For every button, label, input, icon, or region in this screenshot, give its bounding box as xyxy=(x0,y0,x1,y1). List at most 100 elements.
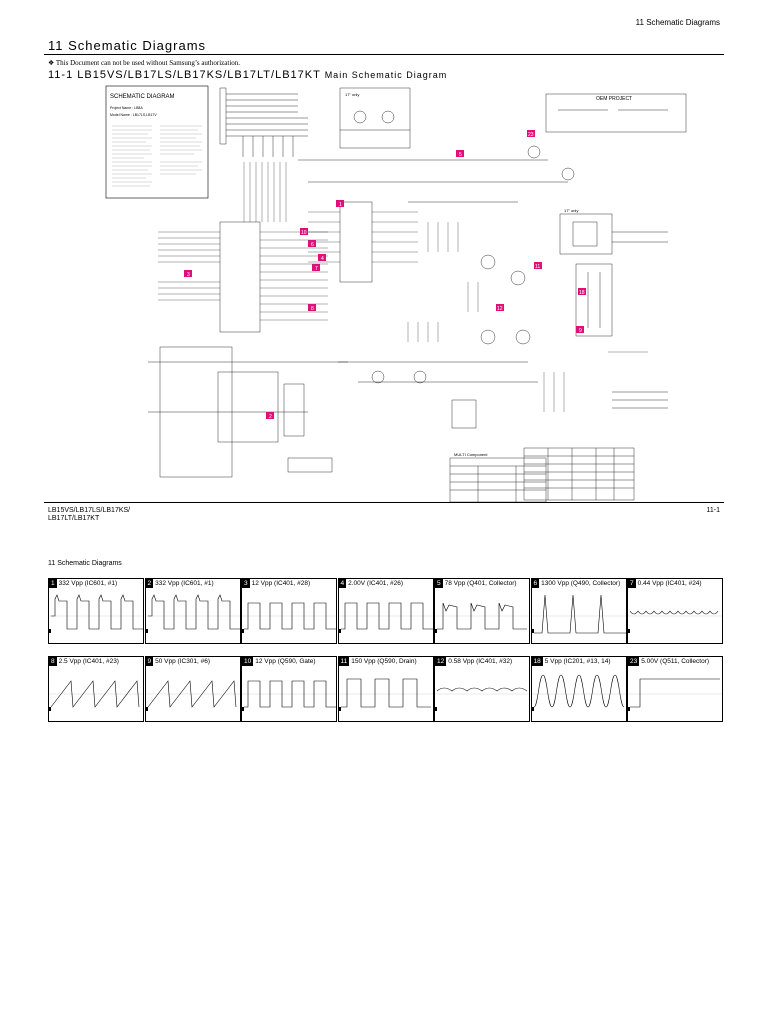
waveform-trace xyxy=(628,610,722,633)
ground-marker xyxy=(338,629,341,633)
ground-marker xyxy=(338,707,341,711)
page-number: 11-1 xyxy=(706,507,721,514)
only-17-label-right: 17" only xyxy=(564,208,578,213)
waveform-number: 8 xyxy=(49,657,57,666)
waveform-signal xyxy=(629,610,719,615)
marker-10 xyxy=(300,228,308,235)
waveform-signal xyxy=(437,602,527,630)
waveform-label: 50 Vpp (IC301, #6) xyxy=(155,658,211,665)
schematic-title-block-heading: SCHEMATIC DIAGRAM xyxy=(110,94,175,100)
running-header: 11 Schematic Diagrams xyxy=(635,18,720,27)
ground-marker xyxy=(628,707,630,711)
waveform-label: 78 Vpp (Q401, Collector) xyxy=(444,580,517,587)
waveform-trace xyxy=(338,602,433,633)
marker-12-label: 12 xyxy=(497,306,503,312)
waveform-number: 5 xyxy=(435,579,443,588)
marker-1-label: 1 xyxy=(339,202,342,208)
ground-marker xyxy=(242,707,244,711)
waveform-signal xyxy=(340,678,431,708)
ground-marker xyxy=(49,629,51,633)
waveform-signal xyxy=(533,594,626,634)
ground-marker xyxy=(435,629,437,633)
marker-2-label: 2 xyxy=(269,414,272,420)
schematic-model-name: Model Name : LB17LS,LB17V xyxy=(110,113,157,117)
marker-12 xyxy=(496,304,504,311)
waveform-number: 6 xyxy=(531,579,540,588)
waveform-label: 332 Vpp (IC601, #1) xyxy=(155,580,214,587)
ground-marker xyxy=(628,629,630,633)
waveform-trace xyxy=(628,678,722,711)
marker-8 xyxy=(308,304,316,311)
ground-marker xyxy=(531,707,534,711)
section-title: 11 Schematic Diagrams xyxy=(48,38,207,53)
waveform-number: 7 xyxy=(628,579,636,588)
waveform-label: 1300 Vpp (Q490, Collector) xyxy=(541,580,621,587)
waveform-number: 1 xyxy=(49,579,57,588)
waveform-number: 11 xyxy=(338,657,350,666)
marker-7-label: 7 xyxy=(315,266,318,272)
footer-models-line2: LB17LT/LB17KT xyxy=(48,515,100,522)
waveform-number: 2 xyxy=(145,579,154,588)
multi-component-label: MULTI Component xyxy=(454,452,488,457)
waveform-trace xyxy=(435,602,529,633)
marker-11 xyxy=(534,262,542,269)
marker-9-label: 9 xyxy=(579,328,582,334)
waveform-trace xyxy=(242,680,336,711)
marker-8-label: 8 xyxy=(311,306,314,312)
waveform-number: 9 xyxy=(145,657,154,666)
marker-18-label: 18 xyxy=(579,290,585,296)
schematic-project-name: Project Name : LB8A xyxy=(110,106,143,110)
waveform-label: 150 Vpp (Q590, Drain) xyxy=(351,658,417,665)
ground-marker xyxy=(435,707,437,711)
marker-3-label: 3 xyxy=(187,272,190,278)
ground-marker xyxy=(145,707,148,711)
footer-models: LB15VS/LB17LS/LB17KS/ LB17LT/LB17KT xyxy=(48,507,130,523)
marker-6-label: 6 xyxy=(311,242,314,248)
waveform-trace xyxy=(435,687,529,711)
footer-rule xyxy=(44,502,724,503)
waveform-label: 5.00V (Q511, Collector) xyxy=(641,658,710,665)
waveform-label: 12 Vpp (IC401, #28) xyxy=(251,580,311,587)
waveform-trace xyxy=(145,680,240,711)
marker-2 xyxy=(266,412,274,419)
marker-4-label: 4 xyxy=(321,256,324,262)
waveform-signal xyxy=(147,680,236,708)
marker-5-label: 5 xyxy=(459,152,462,158)
waveforms-section-title: 11 Schematic Diagrams xyxy=(48,560,122,567)
waveform-label: 2.5 Vpp (IC401, #23) xyxy=(58,658,119,665)
marker-4 xyxy=(318,254,326,261)
waveform-trace xyxy=(531,594,626,634)
footer-models-line1: LB15VS/LB17LS/LB17KS/ xyxy=(48,507,131,514)
marker-23 xyxy=(527,130,535,137)
waveform-signal xyxy=(630,678,720,708)
marker-10-label: 10 xyxy=(301,230,307,236)
waveform-label: 2.00V (IC401, #26) xyxy=(348,580,404,587)
marker-23-label: 23 xyxy=(528,132,534,138)
waveform-signal xyxy=(436,687,528,692)
waveform-number: 3 xyxy=(242,579,250,588)
main-schematic: SCHEMATIC DIAGRAM Project Name : LB8A Mo… xyxy=(105,85,687,502)
marker-7 xyxy=(312,264,320,271)
waveform-label: 5 Vpp (IC201, #13, 14) xyxy=(544,658,611,665)
waveform-number: 18 xyxy=(531,657,543,666)
waveform-signal xyxy=(244,602,336,630)
